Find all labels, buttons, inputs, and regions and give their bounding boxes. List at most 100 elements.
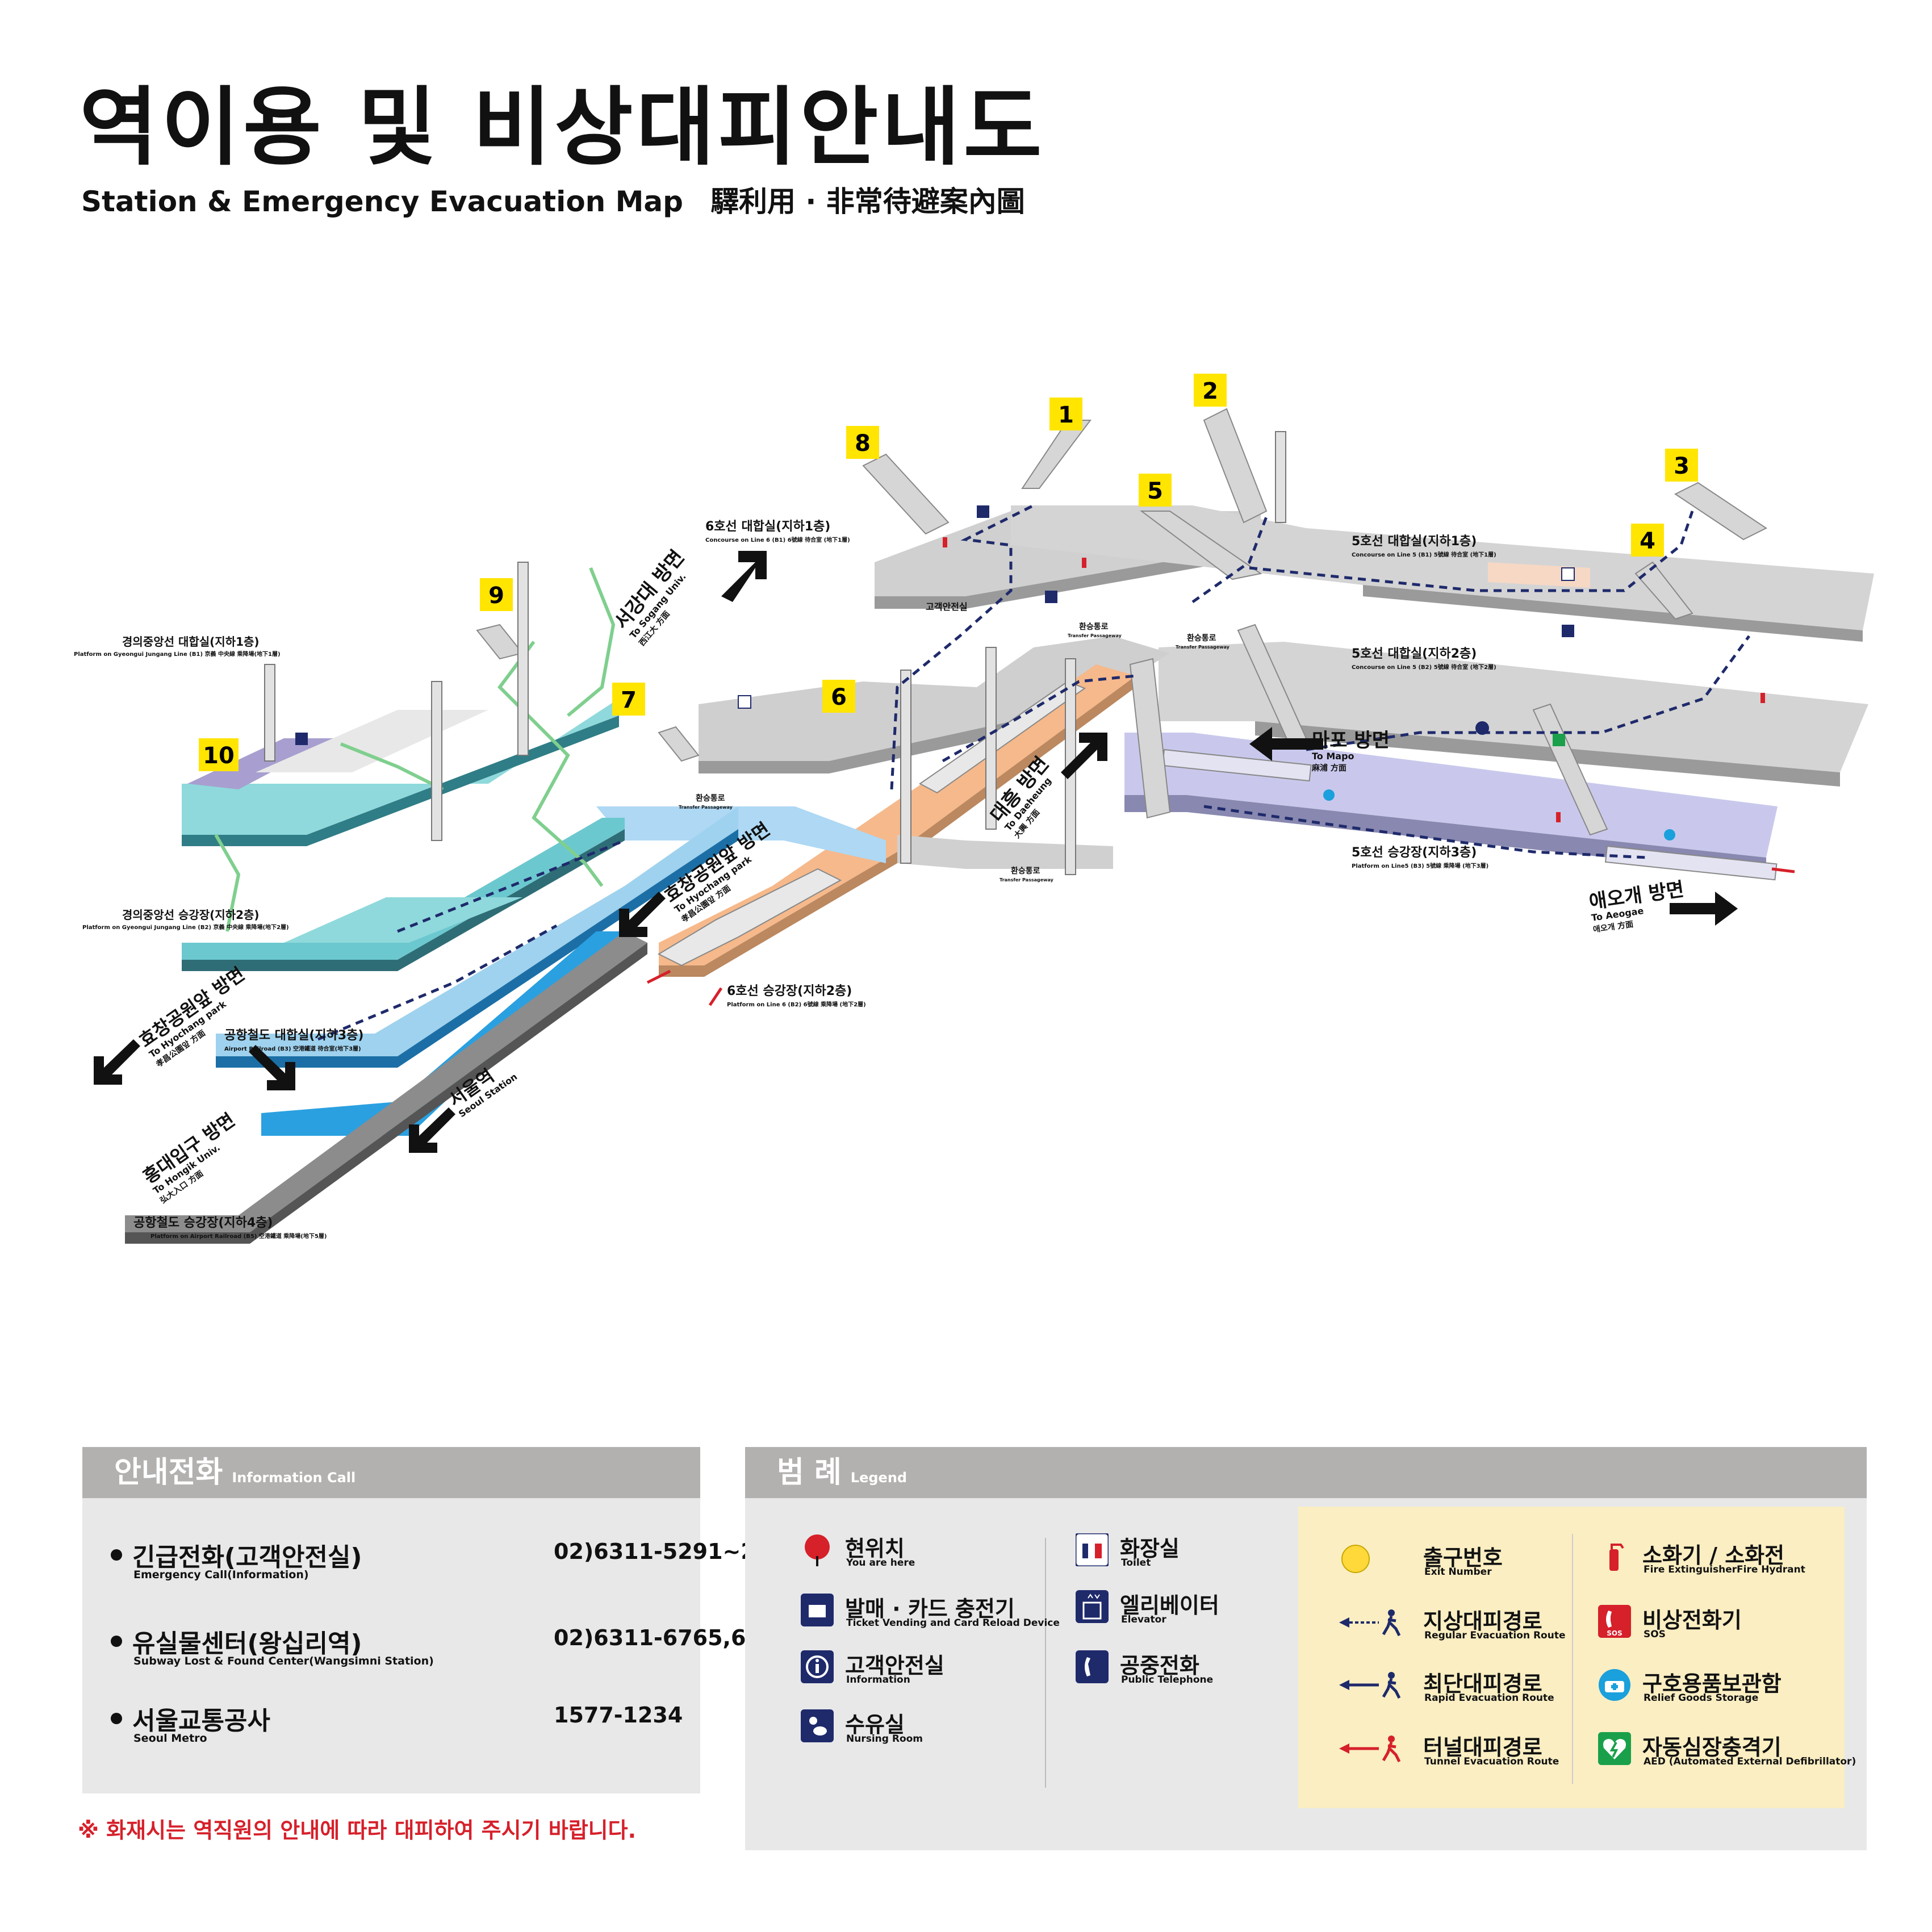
svg-text:Concourse on Line 5 (B1) 5號線: Concourse on Line 5 (B1) 5號線 待合室 (地下1層) <box>1352 551 1496 558</box>
exit-markers: 1 2 3 4 5 6 7 8 9 10 <box>199 374 1698 771</box>
exit-7: 7 <box>612 683 645 716</box>
svg-text:공항철도 승강장(지하4층): 공항철도 승강장(지하4층) <box>133 1216 273 1230</box>
svg-text:Transfer Passageway: Transfer Passageway <box>679 805 733 810</box>
legend-divider <box>1572 1534 1573 1784</box>
legend-label-en: SOS <box>1644 1629 1666 1640</box>
legend-label-en: Ticket Vending and Card Reload Device <box>846 1617 1060 1629</box>
svg-text:3: 3 <box>1674 453 1690 479</box>
aed-icon <box>1553 734 1565 746</box>
arrow-mapo <box>1249 727 1323 761</box>
page-title: 역이용 및 비상대피안내도 <box>80 78 1046 177</box>
svg-text:Transfer Passageway: Transfer Passageway <box>1176 645 1230 650</box>
info-label-en: Seoul Metro <box>133 1732 207 1745</box>
legend-label: 공중전화 <box>1120 1653 1199 1678</box>
information-icon <box>801 1650 834 1683</box>
evacuation-routes <box>317 504 1751 1041</box>
info-label: 유실물센터(왕십리역) <box>132 1629 362 1658</box>
svg-text:Platform on Airport Railroad (: Platform on Airport Railroad (B5) 空港鐵道 乘… <box>150 1232 327 1240</box>
legend-label: 고객안전실 <box>845 1653 944 1678</box>
sos-phone-icon: SOS <box>1598 1605 1631 1638</box>
aed-icon <box>1598 1732 1631 1765</box>
fire-extinguisher-icon <box>1082 558 1086 568</box>
line6-platform-floor <box>657 664 1136 977</box>
svg-text:4: 4 <box>1640 528 1655 554</box>
svg-text:6호선 대합실(지하1층): 6호선 대합실(지하1층) <box>705 519 830 534</box>
station-map: 1 2 3 4 5 6 7 8 9 10 6호선 대합실(지하1층) Conco… <box>74 374 1874 1244</box>
legend-label: 소화기 / 소화전 <box>1642 1543 1785 1568</box>
arrow-daeheung <box>1061 733 1107 779</box>
legend-label: 비상전화기 <box>1642 1608 1742 1633</box>
svg-text:麻浦 方面: 麻浦 方面 <box>1311 763 1346 773</box>
toilet-icon <box>1076 1533 1109 1566</box>
toilet-icon <box>1561 567 1575 581</box>
svg-text:10: 10 <box>203 743 235 769</box>
legend-label-en: Fire Extinguisher <box>1644 1564 1737 1575</box>
relief-goods-icon <box>1599 1669 1630 1701</box>
svg-text:Airport Railroad (B3) 空港鐵道 待合室: Airport Railroad (B3) 空港鐵道 待合室(地下3層) <box>224 1045 361 1052</box>
legend-label: 발매 · 카드 충전기 <box>845 1596 1015 1621</box>
legend-label: 엘리베이터 <box>1120 1593 1219 1618</box>
legend-label: 수유실 <box>845 1712 905 1737</box>
tunnel-evacuation-routes <box>646 867 1795 1006</box>
regular-evacuation-icon <box>1339 1609 1401 1637</box>
arrow-seoul <box>409 1107 455 1153</box>
toilet-icon <box>738 695 751 709</box>
line6-mezzanine-floor <box>699 636 1170 773</box>
tunnel-evacuation-icon <box>1339 1736 1401 1763</box>
exit-4: 4 <box>1631 524 1664 557</box>
information-call-title: 안내전화 <box>114 1456 223 1490</box>
exit-1: 1 <box>1049 398 1082 430</box>
elevator-icon <box>1076 1590 1109 1623</box>
legend-label: 지상대피경로 <box>1423 1609 1542 1634</box>
fire-extinguisher-icon <box>1609 1544 1624 1571</box>
arrow-aeogae <box>1670 892 1738 926</box>
information-icon <box>1475 721 1489 735</box>
phone-number[interactable]: 1577-1234 <box>554 1703 683 1728</box>
svg-text:환승통로: 환승통로 <box>1011 866 1040 876</box>
information-call-header: 안내전화 Information Call <box>82 1447 700 1498</box>
telephone-icon <box>1076 1650 1109 1683</box>
telephone-icon <box>1045 591 1057 603</box>
svg-text:6호선 승강장(지하2층): 6호선 승강장(지하2층) <box>727 984 852 998</box>
svg-text:공항철도 대합실(지하3층): 공항철도 대합실(지하3층) <box>224 1028 363 1043</box>
svg-text:Transfer Passageway: Transfer Passageway <box>1068 633 1122 638</box>
gyeongui-platform-floor <box>182 818 625 971</box>
fire-extinguisher-icon <box>943 537 947 547</box>
info-label: 긴급전화(고객안전실) <box>132 1543 362 1572</box>
bullet <box>111 1549 122 1561</box>
svg-text:경의중앙선 승강장(지하2층): 경의중앙선 승강장(지하2층) <box>122 908 260 922</box>
legend-label-en: Public Telephone <box>1121 1674 1214 1686</box>
bullet <box>111 1636 122 1647</box>
subtitle-cjk: 驛利用 · 非常待避案內圖 <box>710 185 1025 218</box>
information-call-title-en: Information Call <box>232 1470 356 1486</box>
exit-3: 3 <box>1665 449 1698 482</box>
telephone-icon <box>1562 625 1574 637</box>
gyeongui-concourse-floor <box>182 699 619 846</box>
exit-8: 8 <box>846 426 879 459</box>
exit-number-icon <box>1341 1545 1370 1573</box>
svg-text:7: 7 <box>621 687 637 713</box>
svg-text:Platform on Line 6 (B2) 6號線 乘: Platform on Line 6 (B2) 6號線 乘降場 (地下2層) <box>727 1001 866 1008</box>
svg-text:9: 9 <box>488 583 504 609</box>
info-label-en: Subway Lost & Found Center(Wangsimni Sta… <box>133 1655 434 1667</box>
exit-stairways <box>476 408 1767 836</box>
exit-9: 9 <box>480 578 513 611</box>
svg-text:5호선 대합실(지하2층): 5호선 대합실(지하2층) <box>1352 646 1477 661</box>
svg-text:To Mapo: To Mapo <box>1312 751 1354 762</box>
ticket-machine-icon <box>801 1594 834 1626</box>
legend-label-en: You are here <box>846 1557 915 1569</box>
svg-text:SOS: SOS <box>1607 1629 1622 1637</box>
svg-text:5호선 승강장(지하3층): 5호선 승강장(지하3층) <box>1352 846 1477 860</box>
legend-label-en: Rapid Evacuation Route <box>1424 1692 1554 1704</box>
legend-label: 출구번호 <box>1423 1545 1503 1570</box>
subtitle-en: Station & Emergency Evacuation Map <box>81 185 683 218</box>
elevator-icon <box>977 505 989 518</box>
legend-label-en: Exit Number <box>1424 1566 1492 1578</box>
rapid-evacuation-icon <box>1339 1672 1401 1699</box>
phone-number[interactable]: 02)6311-5291~2 <box>554 1539 756 1564</box>
fire-extinguisher-icon <box>1556 812 1561 822</box>
svg-text:Platform on Line5 (B3) 5號線 乘降: Platform on Line5 (B3) 5號線 乘降場 (地下3層) <box>1352 862 1488 869</box>
legend-title: 범 례 <box>777 1456 842 1490</box>
